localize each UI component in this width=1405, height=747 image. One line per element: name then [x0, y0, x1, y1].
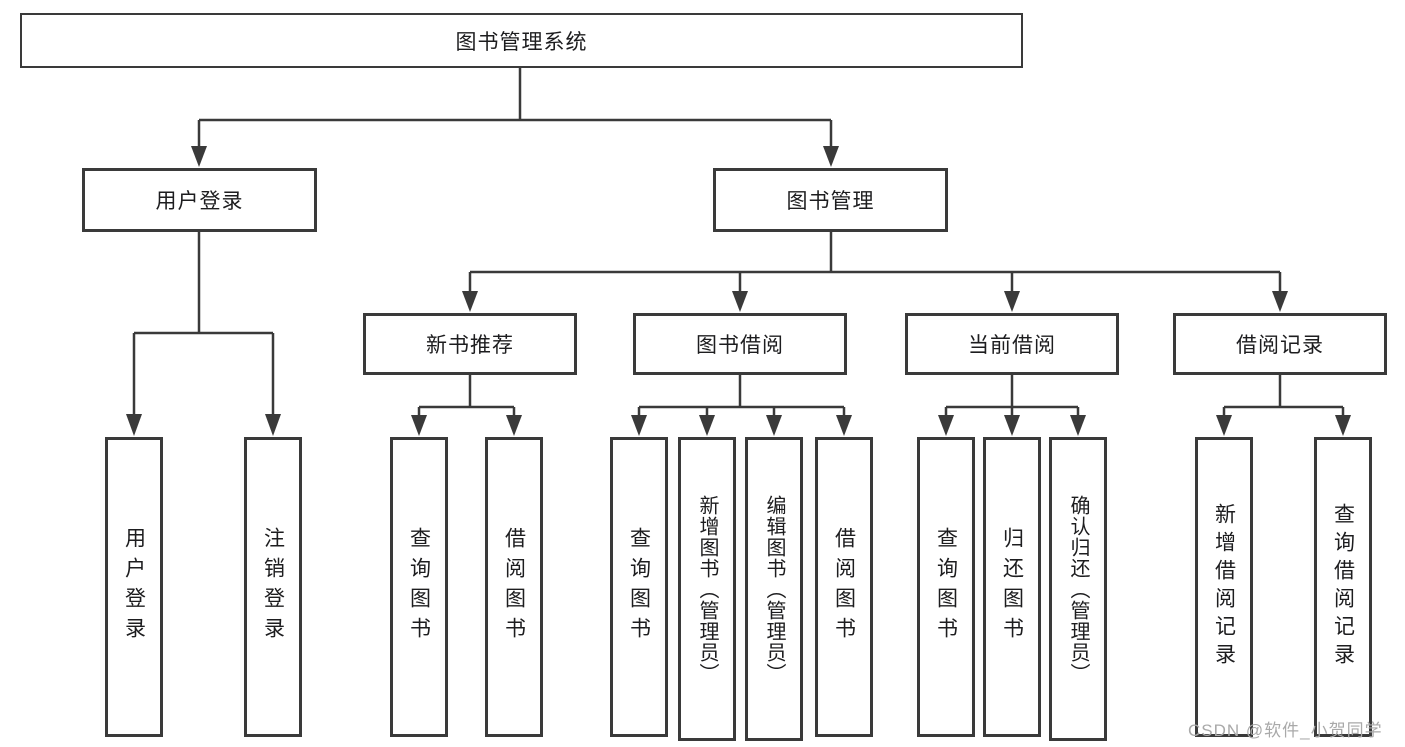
- leaf-confirm-return-admin: 确认归还（管理员）: [1049, 437, 1107, 741]
- leaf-return-book: 归还图书: [983, 437, 1041, 737]
- leaf-query-book-2: 查询图书: [610, 437, 668, 737]
- node-borrow-record: 借阅记录: [1173, 313, 1387, 375]
- leaf-label: 用户登录: [122, 527, 146, 647]
- connector-book-management-branch: [462, 232, 1288, 312]
- leaf-label: 编辑图书（管理员）: [763, 494, 785, 684]
- node-label: 图书管理: [786, 190, 875, 213]
- node-label: 借阅记录: [1236, 334, 1324, 357]
- leaf-label: 确认归还（管理员）: [1067, 494, 1089, 684]
- node-label: 图书借阅: [696, 334, 784, 357]
- leaf-label: 查询借阅记录: [1331, 503, 1355, 671]
- node-current-borrow: 当前借阅: [905, 313, 1119, 375]
- connector-borrow-record-branch: [1216, 375, 1351, 436]
- connector-user-login-branch: [126, 232, 281, 436]
- leaf-add-book-admin: 新增图书（管理员）: [678, 437, 736, 741]
- node-book-management: 图书管理: [713, 168, 948, 232]
- connector-root-to-level2: [191, 68, 839, 167]
- leaf-borrow-book-1: 借阅图书: [485, 437, 543, 737]
- csdn-watermark: CSDN @软件_小贺同学: [1188, 721, 1383, 740]
- leaf-label: 借阅图书: [832, 527, 856, 647]
- leaf-edit-book-admin: 编辑图书（管理员）: [745, 437, 803, 741]
- leaf-query-borrow-record: 查询借阅记录: [1314, 437, 1372, 737]
- node-label: 新书推荐: [426, 334, 514, 357]
- connector-book-borrow-branch: [631, 375, 852, 436]
- node-new-book-recommend: 新书推荐: [363, 313, 577, 375]
- leaf-label: 归还图书: [1000, 527, 1024, 647]
- leaf-borrow-book-2: 借阅图书: [815, 437, 873, 737]
- connector-current-borrow-branch: [938, 375, 1086, 436]
- leaf-query-book-1: 查询图书: [390, 437, 448, 737]
- leaf-add-borrow-record: 新增借阅记录: [1195, 437, 1253, 737]
- leaf-logout: 注销登录: [244, 437, 302, 737]
- node-label: 用户登录: [155, 190, 244, 213]
- leaf-label: 查询图书: [627, 527, 651, 647]
- leaf-label: 新增借阅记录: [1212, 503, 1236, 671]
- node-label: 图书管理系统: [455, 30, 588, 54]
- leaf-label: 新增图书（管理员）: [696, 494, 718, 684]
- leaf-user-login: 用户登录: [105, 437, 163, 737]
- leaf-query-book-3: 查询图书: [917, 437, 975, 737]
- leaf-label: 查询图书: [407, 527, 431, 647]
- node-library-management-system: 图书管理系统: [20, 13, 1023, 68]
- node-user-login: 用户登录: [82, 168, 317, 232]
- leaf-label: 注销登录: [261, 527, 285, 647]
- node-book-borrow: 图书借阅: [633, 313, 847, 375]
- connector-new-book-branch: [411, 375, 522, 436]
- leaf-label: 查询图书: [934, 527, 958, 647]
- node-label: 当前借阅: [968, 334, 1056, 357]
- leaf-label: 借阅图书: [502, 527, 526, 647]
